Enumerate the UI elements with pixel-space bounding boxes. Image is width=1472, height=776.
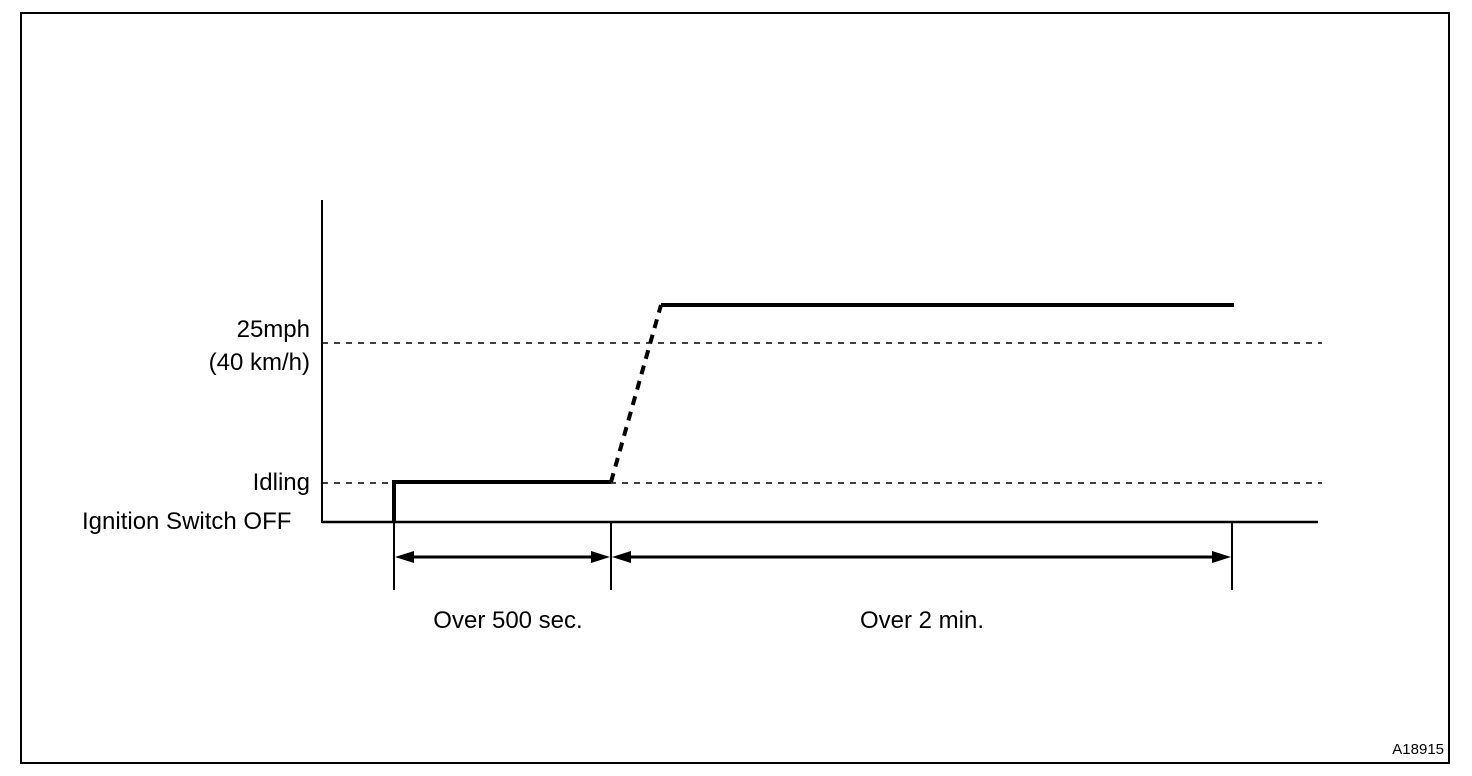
interval-label-second: Over 2 min. — [860, 607, 984, 634]
diagram-frame — [20, 12, 1450, 764]
figure-code: A18915 — [1392, 741, 1444, 758]
speed-label-kmh: (40 km/h) — [209, 349, 310, 376]
arrowhead-left — [395, 551, 414, 563]
ignition-off-label: Ignition Switch OFF — [82, 508, 291, 535]
idling-label: Idling — [253, 469, 310, 496]
speed-label-mph: 25mph — [237, 316, 310, 343]
speed-trace-idling — [392, 480, 611, 522]
speed-trace-acceleration — [609, 304, 663, 483]
arrowhead-right — [591, 551, 610, 563]
arrowhead-left — [612, 551, 631, 563]
arrowhead-right — [1212, 551, 1231, 563]
interval-label-first: Over 500 sec. — [433, 607, 582, 634]
